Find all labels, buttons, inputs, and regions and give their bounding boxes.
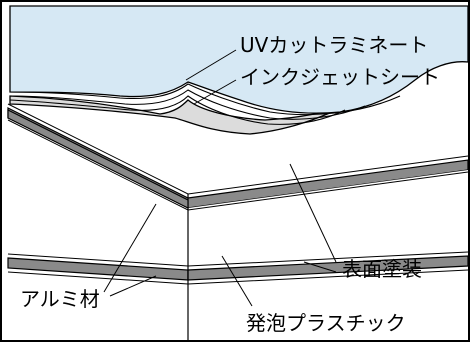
leader-surface-coating-2 [303, 261, 337, 273]
uv-laminate [9, 5, 469, 114]
leader-inkjet-sheet [193, 79, 237, 105]
leader-foam-plastic [221, 255, 253, 307]
laminate-edge-2 [9, 89, 366, 120]
foam-left [8, 130, 188, 262]
leader-aluminum-2 [109, 275, 157, 297]
laminate-edge-1 [9, 83, 401, 116]
label-foam-plastic: 発泡プラスチック [246, 311, 406, 335]
label-aluminum: アルミ材 [20, 287, 100, 311]
label-uv-laminate: UVカットラミネート [240, 33, 428, 57]
aluminum-upper-left [7, 109, 189, 209]
leader-aluminum-1 [103, 203, 157, 293]
leader-uv-laminate [185, 49, 237, 81]
laminate-edge-3 [9, 95, 346, 125]
leader-surface-coating-1 [289, 163, 337, 263]
front-right-face [188, 170, 468, 340]
label-surface-coating: 表面塗装 [342, 257, 422, 281]
label-inkjet-sheet: インクジェットシート [240, 65, 440, 89]
